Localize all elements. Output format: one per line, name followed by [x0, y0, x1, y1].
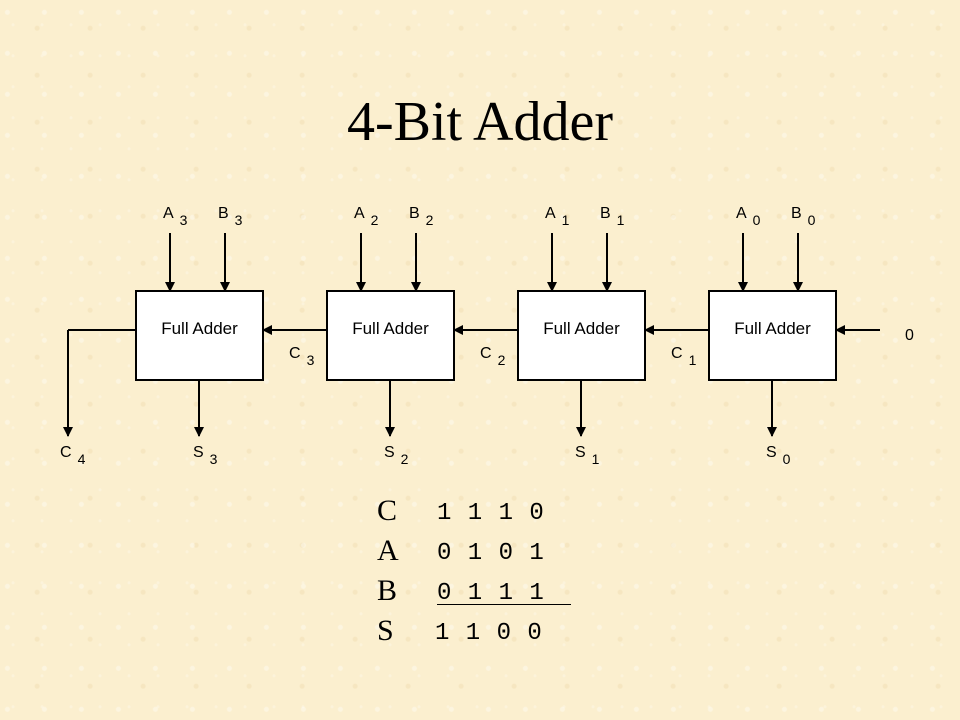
full-adder-label: Full Adder	[352, 319, 429, 338]
row-label: A	[377, 534, 399, 567]
sum-rule	[437, 604, 571, 605]
full-adder-label: Full Adder	[161, 319, 238, 338]
page-title: 4-Bit Adder	[347, 91, 613, 153]
row-label: S	[377, 614, 394, 647]
full-adder-box	[135, 290, 264, 381]
row-bits: 0 1 0 1	[437, 540, 545, 567]
full-adder-label: Full Adder	[543, 319, 620, 338]
row-label: C	[377, 494, 398, 527]
row-bits: 0 1 1 1	[437, 580, 545, 607]
row-label: B	[377, 574, 398, 607]
full-adder-box	[326, 290, 455, 381]
carry-in-label: 0	[905, 327, 914, 344]
full-adder-label: Full Adder	[734, 319, 811, 338]
full-adder-box	[708, 290, 837, 381]
row-bits: 1 1 1 0	[437, 500, 545, 527]
row-bits: 1 1 0 0	[435, 620, 543, 647]
